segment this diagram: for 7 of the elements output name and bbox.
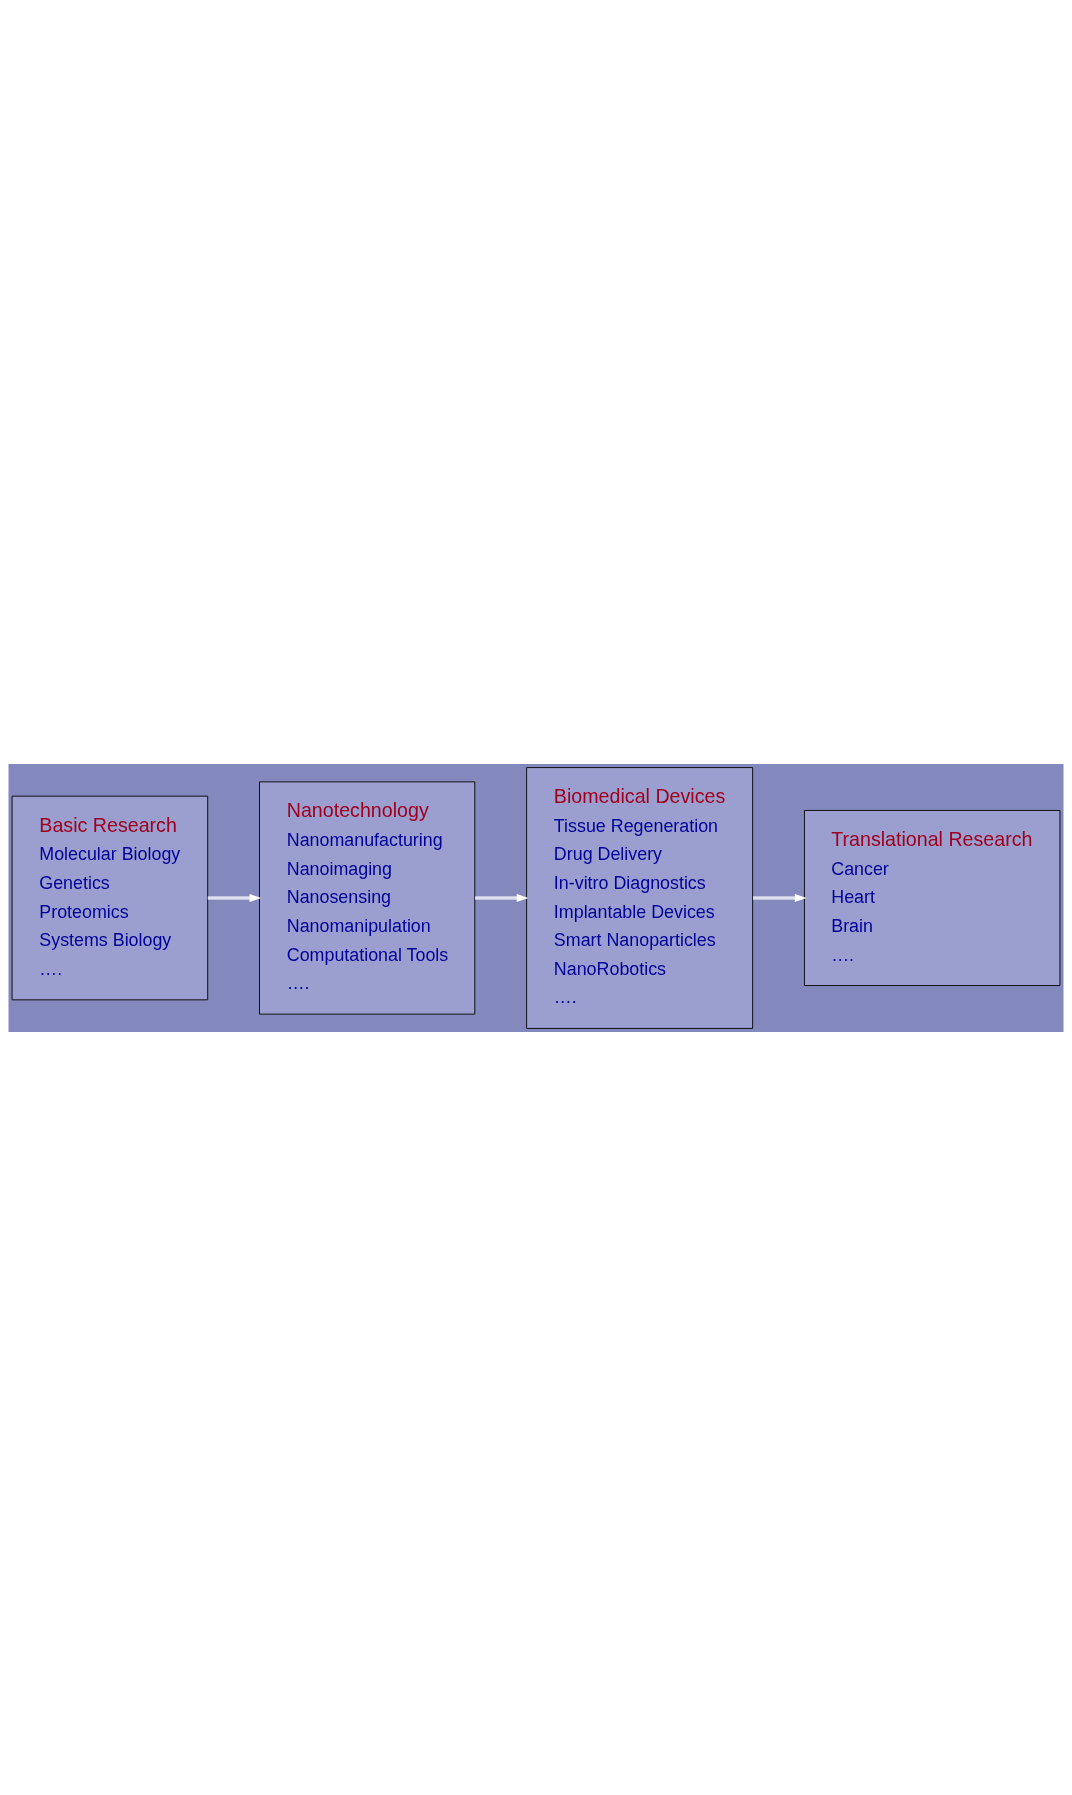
node-box: Biomedical Devices Tissue Regeneration Drug Delivery In-vitro Diagnostics Implantable Devices Smart Nanoparticles NanoRobotics …. xyxy=(526,766,754,1029)
arrow xyxy=(752,893,807,902)
node-box: Translational Research Cancer Heart Brain …. xyxy=(804,809,1061,986)
node-box: Nanotechnology Nanomanufacturing Nanoimaging Nanosensing Nanomanipulation Computational Tools …. xyxy=(259,780,476,1015)
arrow xyxy=(207,893,262,902)
node-box: Basic Research Molecular Biology Genetics Proteomics Systems Biology …. xyxy=(11,795,209,1000)
arrow xyxy=(474,893,529,902)
